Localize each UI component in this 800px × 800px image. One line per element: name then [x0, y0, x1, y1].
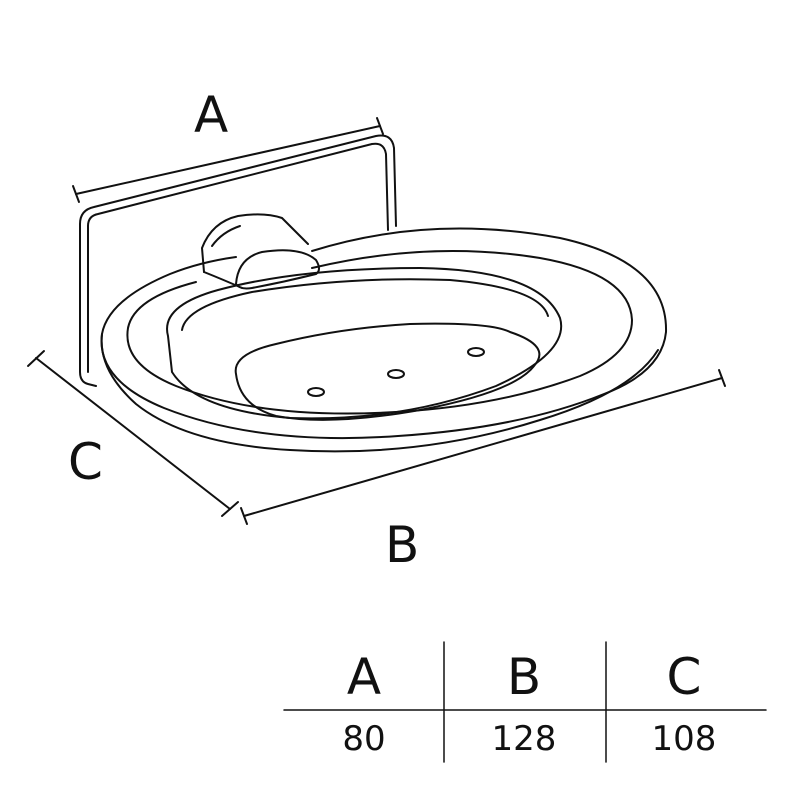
- dish-bowl: [166, 267, 563, 420]
- wall-plate: [79, 134, 397, 387]
- bracket: [201, 213, 320, 290]
- dish-rim: [100, 227, 668, 453]
- dimension-label-a: A: [194, 86, 229, 144]
- drain-plate: [234, 322, 541, 421]
- dimensions-table: A B C 80 128 108: [284, 640, 766, 762]
- dimension-line-a: [72, 117, 384, 203]
- dimension-label-b: B: [385, 516, 420, 574]
- table-header-b: B: [506, 648, 542, 706]
- table-value-c: 108: [651, 719, 717, 759]
- table-grid: [283, 641, 767, 763]
- table-header-a: A: [346, 648, 382, 706]
- drain-holes: [307, 347, 485, 397]
- table-value-b: 128: [491, 719, 557, 759]
- table-header-c: C: [666, 648, 702, 706]
- dimension-line-c: [27, 350, 239, 517]
- dimension-line-b: [240, 369, 726, 525]
- dimension-label-c: C: [68, 433, 103, 491]
- table-value-a: 80: [342, 719, 386, 759]
